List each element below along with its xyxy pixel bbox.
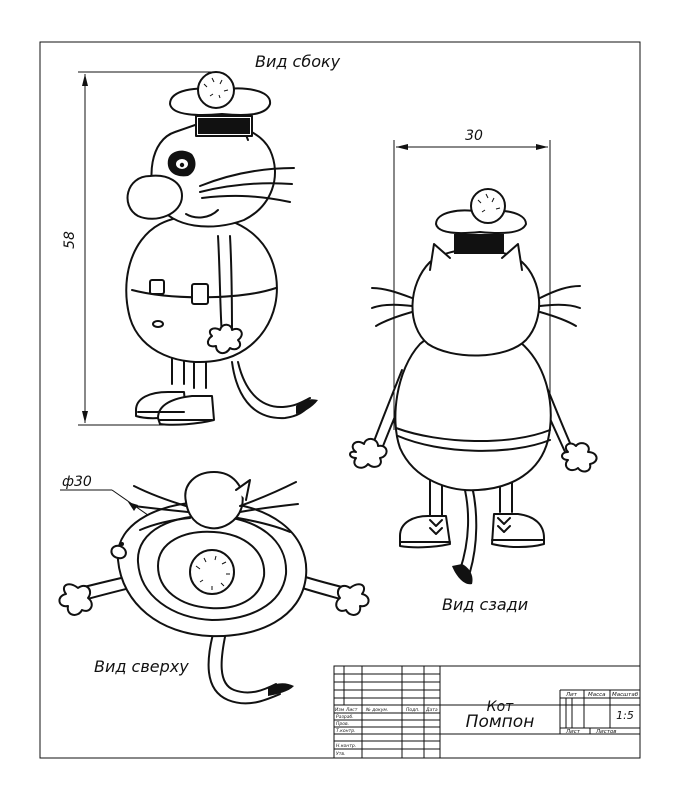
tb-row-razrab: Разраб. — [336, 714, 354, 720]
tb-sheets: Листов — [595, 729, 617, 735]
tb-col-izm: Изм — [335, 707, 345, 713]
title-block: Изм Лист № докум. Подп. Дата Разраб. Про… — [333, 665, 641, 759]
width-value: 30 — [465, 128, 483, 144]
cat-back-view — [349, 188, 598, 585]
tb-col-doc: № докум. — [365, 707, 388, 713]
width-dimension: 30 — [393, 128, 551, 430]
back-view-label: Вид сзади — [442, 595, 528, 614]
tb-header-lit: Лит — [565, 692, 578, 698]
tb-header-mass: Масса — [588, 692, 606, 698]
side-view-label: Вид сбоку — [255, 52, 341, 71]
tb-col-list: Лист — [345, 707, 358, 713]
tb-header-scale: Масштаб — [612, 692, 639, 698]
tb-row-utv: Утв. — [336, 751, 345, 757]
height-dimension: 58 — [62, 71, 215, 426]
tb-col-date: Дата — [425, 707, 438, 713]
tb-scale-value: 1:5 — [616, 709, 634, 722]
height-value: 58 — [62, 231, 78, 249]
tb-name-line2: Помпон — [466, 712, 535, 732]
tb-row-nkontr: Н.контр. — [336, 743, 356, 749]
cat-side-view — [125, 71, 318, 426]
tb-row-prov: Пров. — [336, 721, 349, 727]
diameter-value: ф30 — [62, 474, 92, 490]
tb-name-line1: Кот — [487, 699, 515, 715]
tb-sheet: Лист — [565, 729, 581, 735]
cat-top-view — [58, 471, 370, 705]
top-view-label: Вид сверху — [94, 657, 189, 676]
tb-col-sign: Подп. — [406, 707, 420, 713]
tb-row-tkontr: Т.контр. — [336, 728, 356, 734]
